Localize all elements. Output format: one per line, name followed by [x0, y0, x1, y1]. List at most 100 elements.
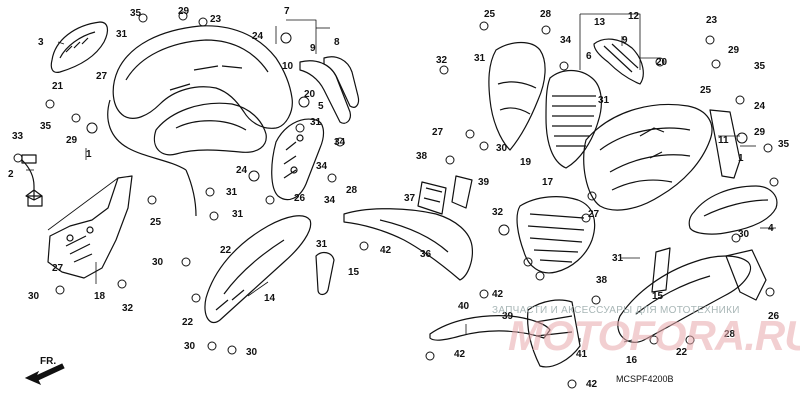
- part-2-wire-harness: [21, 154, 43, 207]
- callout-19: 19: [520, 157, 532, 168]
- callout-20: 20: [304, 89, 316, 100]
- callout-30: 30: [738, 229, 750, 240]
- callout-15: 15: [652, 291, 664, 302]
- callout-9: 9: [622, 35, 628, 46]
- callout-35: 35: [130, 8, 142, 19]
- part-upper-cowl: [107, 25, 293, 217]
- callout-38: 38: [596, 275, 608, 286]
- callout-40: 40: [458, 301, 470, 312]
- part-3-left-cover: [50, 21, 109, 73]
- callout-18: 18: [94, 291, 106, 302]
- callout-25: 25: [150, 217, 162, 228]
- part-36-center-under-cover: [343, 208, 473, 281]
- callout-29: 29: [728, 45, 740, 56]
- callout-17: 17: [542, 177, 554, 188]
- callout-23: 23: [210, 14, 222, 25]
- callout-25: 25: [700, 85, 712, 96]
- callout-24: 24: [252, 31, 264, 42]
- callout-6: 6: [586, 51, 592, 62]
- callout-21: 21: [52, 81, 64, 92]
- callout-30: 30: [184, 341, 196, 352]
- callout-32: 32: [436, 55, 448, 66]
- front-direction-arrow-icon: [24, 363, 65, 385]
- callout-28: 28: [540, 9, 552, 20]
- callout-16: 16: [626, 355, 638, 366]
- part-11-stay: [709, 109, 741, 179]
- callout-27: 27: [432, 127, 444, 138]
- callout-3: 3: [38, 37, 44, 48]
- diagram-code: MCSPF4200B: [616, 374, 674, 384]
- callout-27: 27: [588, 209, 600, 220]
- part-13-side-strip: [593, 38, 644, 85]
- callout-33: 33: [12, 131, 24, 142]
- callout-34: 34: [560, 35, 572, 46]
- callout-14: 14: [264, 293, 276, 304]
- callout-34: 34: [316, 161, 328, 172]
- callout-35: 35: [754, 61, 766, 72]
- callout-36: 36: [420, 249, 432, 260]
- part-26-bracket: [725, 249, 767, 301]
- callout-41: 41: [576, 349, 588, 360]
- watermark-logo: MOTOFORA.RU: [508, 312, 800, 359]
- callout-31: 31: [116, 29, 128, 40]
- callout-42: 42: [492, 289, 504, 300]
- callout-24: 24: [754, 101, 766, 112]
- callout-34: 34: [334, 137, 346, 148]
- callout-15: 15: [348, 267, 360, 278]
- part-right-side-cowl: [583, 103, 713, 211]
- part-5-inner-bracket: [271, 118, 325, 201]
- callout-38: 38: [416, 151, 428, 162]
- callout-29: 29: [754, 127, 766, 138]
- callout-22: 22: [182, 317, 194, 328]
- part-41-lower-piece: [527, 299, 581, 368]
- callout-12: 12: [628, 11, 640, 22]
- callout-22: 22: [220, 245, 232, 256]
- callout-39: 39: [502, 311, 514, 322]
- callout-24: 24: [236, 165, 248, 176]
- callout-28: 28: [724, 329, 736, 340]
- part-8-trim-strip: [323, 56, 360, 108]
- callout-28: 28: [346, 185, 358, 196]
- callout-31: 31: [598, 95, 610, 106]
- callout-34: 34: [324, 195, 336, 206]
- part-15-right-strip: [651, 247, 671, 293]
- callout-5: 5: [318, 101, 324, 112]
- leader-lines: [26, 13, 776, 343]
- callout-27: 27: [52, 263, 64, 274]
- callout-30: 30: [28, 291, 40, 302]
- callout-2: 2: [8, 169, 14, 180]
- callout-1: 1: [738, 153, 744, 164]
- part-40-long-trim: [429, 315, 551, 341]
- callout-29: 29: [178, 6, 190, 17]
- callout-11: 11: [718, 135, 729, 146]
- callout-31: 31: [474, 53, 486, 64]
- callout-29: 29: [66, 135, 78, 146]
- part-15-left-strip: [315, 251, 335, 296]
- part-16-lower-right-cowl: [617, 255, 752, 343]
- callout-31: 31: [226, 187, 238, 198]
- callout-8: 8: [334, 37, 340, 48]
- callout-9: 9: [310, 43, 316, 54]
- callout-42: 42: [586, 379, 598, 390]
- callout-22: 22: [676, 347, 688, 358]
- callout-42: 42: [380, 245, 392, 256]
- callout-1: 1: [86, 149, 92, 160]
- callout-35: 35: [778, 139, 790, 150]
- callout-30: 30: [152, 257, 164, 268]
- callout-32: 32: [122, 303, 134, 314]
- callout-35: 35: [40, 121, 52, 132]
- callout-23: 23: [706, 15, 718, 26]
- part-6-vent-grille: [545, 69, 602, 169]
- front-direction-label: FR.: [40, 356, 57, 367]
- callout-20: 20: [656, 57, 668, 68]
- part-17-lower-grille: [516, 196, 596, 274]
- part-14-lower-cowl-left: [204, 215, 312, 324]
- callout-10: 10: [282, 61, 294, 72]
- callout-31: 31: [612, 253, 624, 264]
- part-4-right-panel: [688, 185, 778, 235]
- part-19-inner-duct: [488, 41, 546, 151]
- callout-7: 7: [284, 6, 290, 17]
- callout-39: 39: [478, 177, 490, 188]
- part-18-left-inner-panel: [47, 175, 133, 279]
